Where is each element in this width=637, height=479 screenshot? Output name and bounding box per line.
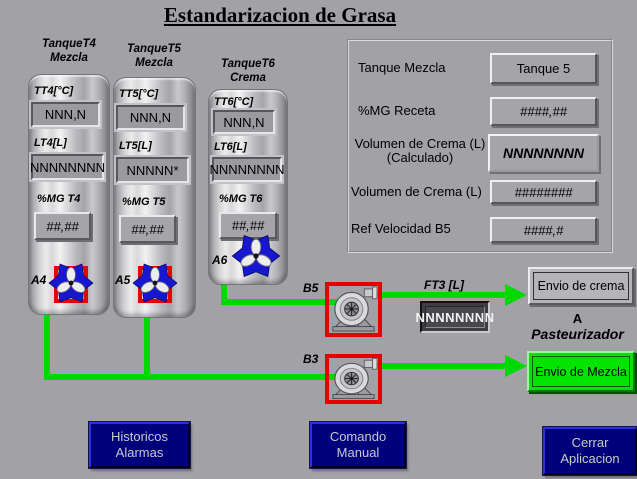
tank-t5-name: TanqueT5 Mezcla bbox=[127, 43, 181, 69]
t6-level-display: NNNNNNNN bbox=[209, 157, 285, 182]
flow-arrow-crema-icon bbox=[505, 284, 527, 306]
t4-level-display: NNNNNNNN bbox=[30, 154, 105, 180]
t6-temp-label: TT6[°C] bbox=[214, 96, 254, 108]
mg-receta-label: %MG Receta bbox=[358, 103, 436, 118]
vol-crema-calc-display: NNNNNNNN bbox=[488, 134, 599, 172]
t6-agitator-label: A6 bbox=[212, 253, 228, 267]
ref-velocidad-label: Ref Velocidad B5 bbox=[351, 221, 451, 236]
pump-b5[interactable] bbox=[325, 282, 382, 337]
ft3-display: NNNNNNNN bbox=[415, 301, 494, 333]
ft3-label: FT3 [L] bbox=[424, 278, 464, 292]
page-title: Estandarizacion de Grasa bbox=[163, 3, 397, 27]
envio-mezcla-button[interactable]: Envio de Mezcla bbox=[527, 351, 635, 392]
t5-fat-display: ##,## bbox=[119, 215, 176, 243]
pump-icon bbox=[332, 286, 378, 332]
t6-level-label: LT6[L] bbox=[214, 141, 247, 153]
t6-fat-label: %MG T6 bbox=[219, 193, 263, 205]
agitator-fan-icon[interactable] bbox=[229, 229, 283, 283]
pasteurizador-destination-label: A Pasteurizador bbox=[531, 311, 624, 342]
pump-icon bbox=[332, 357, 378, 400]
vol-crema-label: Volumen de Crema (L) bbox=[351, 184, 482, 199]
t4-agitator-label: A4 bbox=[31, 273, 47, 287]
t6-fat-display: ##,## bbox=[219, 212, 277, 239]
pump-b3[interactable] bbox=[325, 354, 382, 404]
pipe-t5-outlet bbox=[144, 316, 150, 380]
agitator-fan-icon[interactable] bbox=[46, 258, 96, 308]
agitator-fan-icon[interactable] bbox=[130, 258, 180, 308]
t5-agitator-label: A5 bbox=[115, 273, 131, 287]
t4-level-label: LT4[L] bbox=[34, 137, 67, 149]
t4-temp-display: NNN,N bbox=[31, 102, 100, 127]
t5-temp-label: TT5[°C] bbox=[119, 88, 159, 100]
t5-fat-label: %MG T5 bbox=[122, 196, 166, 208]
tank-t6: TT6[°C] NNN,N LT6[L] NNNNNNNN %MG T6 ##,… bbox=[208, 89, 288, 285]
flow-arrow-mezcla-icon bbox=[505, 355, 527, 377]
tank-t4-name: TanqueT4 Mezcla bbox=[42, 38, 96, 64]
tank-t6-name: TanqueT6 Crema bbox=[221, 58, 275, 84]
pipe-crema-header bbox=[221, 299, 346, 305]
t4-fat-display: ##,## bbox=[34, 212, 91, 240]
ref-velocidad-field[interactable]: ####,# bbox=[490, 217, 597, 243]
mg-receta-field[interactable]: ####,## bbox=[490, 97, 597, 126]
tanque-mezcla-label: Tanque Mezcla bbox=[358, 60, 446, 75]
recipe-panel: Tanque Mezcla Tanque 5 %MG Receta ####,#… bbox=[347, 39, 613, 253]
pump-b3-label: B3 bbox=[303, 352, 319, 366]
vol-crema-calc-label: Volumen de Crema (L) (Calculado) bbox=[354, 136, 486, 165]
t4-fat-label: %MG T4 bbox=[37, 193, 81, 205]
t5-temp-display: NNN,N bbox=[116, 105, 185, 130]
pipe-b3-discharge bbox=[374, 363, 508, 369]
pump-b5-label: B5 bbox=[303, 281, 319, 295]
comando-manual-button[interactable]: Comando Manual bbox=[310, 422, 406, 468]
t4-temp-label: TT4[°C] bbox=[34, 85, 74, 97]
pipe-t6-outlet bbox=[221, 284, 227, 305]
tank-t4: TT4[°C] NNN,N LT4[L] NNNNNNNN %MG T4 ##,… bbox=[28, 74, 110, 315]
pipe-mezcla-header bbox=[44, 374, 345, 380]
tank-t5: TT5[°C] NNN,N LT5[L] NNNNN* %MG T5 ##,##… bbox=[113, 77, 196, 318]
historicos-alarmas-button[interactable]: Historicos Alarmas bbox=[89, 422, 190, 468]
pipe-t4-outlet bbox=[44, 313, 50, 380]
t5-level-display: NNNNN* bbox=[116, 157, 189, 183]
envio-crema-button[interactable]: Envio de crema bbox=[528, 267, 634, 305]
t5-level-label: LT5[L] bbox=[119, 140, 152, 152]
pipe-b5-discharge bbox=[374, 292, 508, 298]
cerrar-aplicacion-button[interactable]: Cerrar Aplicacion bbox=[543, 427, 637, 475]
tanque-mezcla-selector[interactable]: Tanque 5 bbox=[490, 53, 597, 84]
vol-crema-field[interactable]: ######## bbox=[490, 180, 597, 204]
t6-temp-display: NNN,N bbox=[213, 110, 275, 134]
